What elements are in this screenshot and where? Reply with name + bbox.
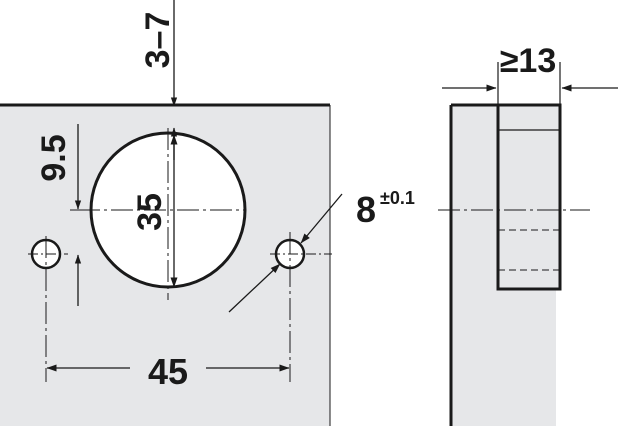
- screw-hole-tolerance-label: ±0.1: [380, 188, 415, 208]
- hole-offset-dimension: [70, 124, 90, 306]
- hole-offset-label: 9.5: [35, 134, 73, 181]
- edge-offset-label: 3–7: [139, 12, 177, 69]
- cup-diameter-label: 35: [131, 193, 169, 231]
- screw-hole-diameter-label: 8: [356, 189, 376, 230]
- center-lines: [28, 128, 332, 382]
- hole-spacing-label: 45: [148, 351, 188, 392]
- min-thickness-label: ≥13: [500, 42, 556, 80]
- min-thickness-dimension: [442, 62, 618, 104]
- screw-hole-dimension: [228, 193, 343, 313]
- side-cup-section: [496, 103, 562, 291]
